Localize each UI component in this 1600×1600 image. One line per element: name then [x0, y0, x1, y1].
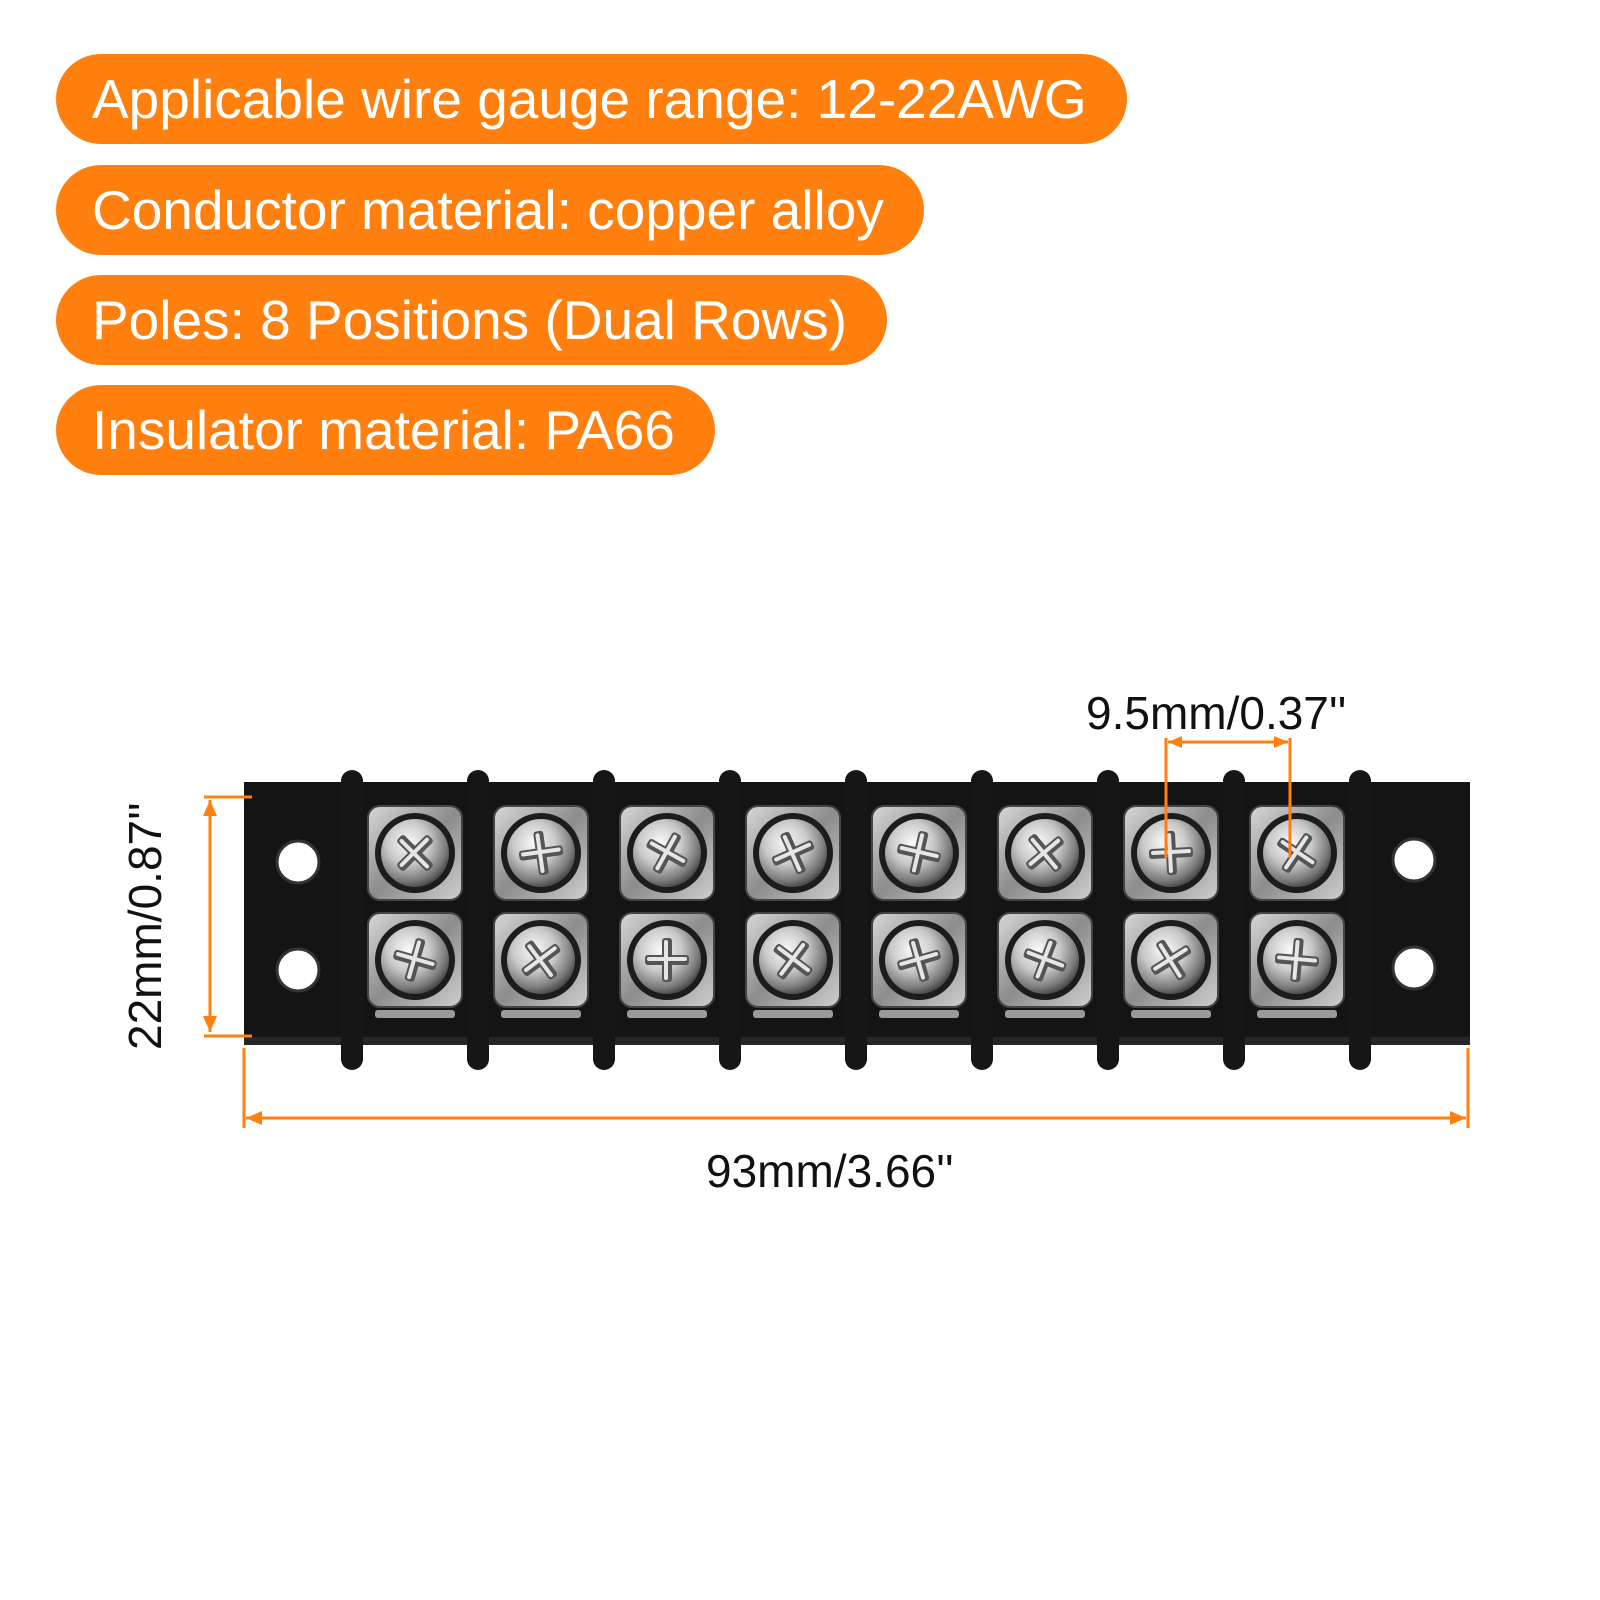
pitch-dimension-line [1164, 736, 1292, 858]
spec-badge-poles: Poles: 8 Positions (Dual Rows) [56, 275, 888, 365]
terminal-screw [871, 805, 967, 901]
spec-badge-wire-gauge: Applicable wire gauge range: 12-22AWG [56, 54, 1127, 144]
height-dimension-label: 22mm/0.87'' [119, 802, 171, 1050]
barrier-rib [341, 770, 363, 1070]
barrier-rib [971, 770, 993, 1070]
terminal-screw [619, 912, 715, 1018]
length-dimension-label: 93mm/3.66'' [706, 1145, 954, 1197]
length-dimension-line [242, 1048, 1470, 1128]
terminal-screw [367, 912, 463, 1018]
terminal-screw [493, 805, 589, 901]
terminal-screw [745, 912, 841, 1018]
barrier-rib [719, 770, 741, 1070]
terminal-screw [871, 912, 967, 1018]
mounting-hole [275, 947, 321, 993]
terminal-screw [745, 805, 841, 901]
mounting-hole [275, 839, 321, 885]
terminal-screw [997, 912, 1093, 1018]
barrier-rib [845, 770, 867, 1070]
height-dimension-line [203, 795, 252, 1038]
mounting-hole [1391, 945, 1437, 991]
terminal-screw [493, 912, 589, 1018]
terminal-screw [1249, 805, 1345, 901]
terminal-screw [1123, 805, 1219, 901]
terminal-screw [1249, 912, 1345, 1018]
barrier-rib [1223, 770, 1245, 1070]
barrier-rib [467, 770, 489, 1070]
mounting-hole [1391, 837, 1437, 883]
terminal-screw [1123, 912, 1219, 1018]
pitch-dimension-label: 9.5mm/0.37'' [1086, 687, 1347, 739]
spec-badge-insulator: Insulator material: PA66 [56, 385, 715, 475]
barrier-group [341, 770, 1371, 1070]
barrier-rib [1097, 770, 1119, 1070]
barrier-rib [1349, 770, 1371, 1070]
terminal-screw [619, 805, 715, 901]
barrier-rib [593, 770, 615, 1070]
terminal-screw [367, 805, 463, 901]
spec-badge-conductor: Conductor material: copper alloy [56, 165, 924, 255]
terminal-screw [997, 805, 1093, 901]
terminal-group [367, 805, 1345, 1018]
